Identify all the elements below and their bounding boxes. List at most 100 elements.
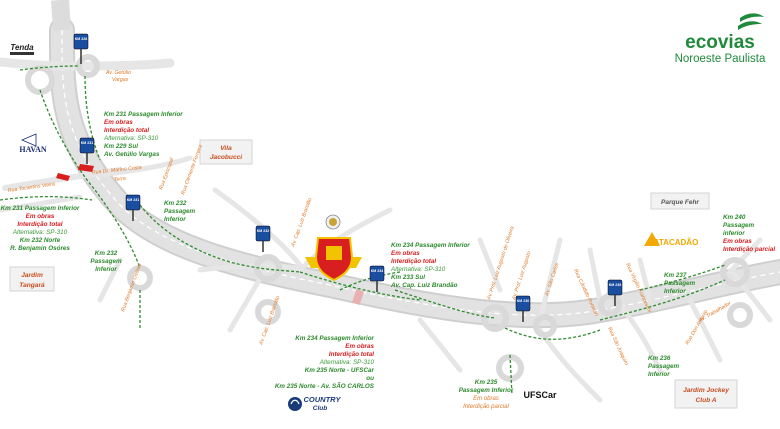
street-getulio: Av. Getúlio <box>105 70 131 76</box>
km-marker-label: KM 236 <box>517 299 530 303</box>
neighborhood-jardim-tangara: Jardim Tangará <box>9 266 55 292</box>
street-prof-luiz-2: Av. Prof. Luiz Augusto <box>511 250 533 301</box>
note-km234-b: Km 234 Passagem Inferior Em obras Interd… <box>275 335 375 390</box>
note-km236: Km 236 Passagem Inferior <box>648 355 680 378</box>
svg-text:Km 232 Norte: Km 232 Norte <box>20 237 61 244</box>
svg-text:Passagem: Passagem <box>164 208 196 215</box>
svg-text:Km 231 Passagem Inferior: Km 231 Passagem Inferior <box>104 111 183 118</box>
svg-text:Terra: Terra <box>114 176 127 183</box>
svg-text:Km 240: Km 240 <box>723 214 746 221</box>
svg-text:Km 235: Km 235 <box>475 379 498 386</box>
svg-text:Passagem: Passagem <box>723 222 755 229</box>
svg-text:Interdição parcial: Interdição parcial <box>723 246 775 253</box>
svg-text:Km 234 Passagem Inferior: Km 234 Passagem Inferior <box>295 335 374 342</box>
svg-text:Km 236: Km 236 <box>648 355 671 362</box>
works-markers <box>56 164 364 305</box>
km-marker-label: KM 235 <box>609 283 622 287</box>
svg-text:Passagem: Passagem <box>90 258 122 265</box>
svg-text:Km 232: Km 232 <box>95 250 118 257</box>
svg-text:Inferior: Inferior <box>164 216 186 223</box>
svg-text:Jardim: Jardim <box>21 272 43 279</box>
detour-ramps <box>0 65 726 396</box>
svg-text:Inferior: Inferior <box>664 288 686 295</box>
note-km232-a: Km 232 Passagem Inferior <box>164 200 196 223</box>
svg-text:Interdição total: Interdição total <box>17 221 62 228</box>
note-km231-b: Km 231 Passagem Inferior Em obras Interd… <box>1 205 80 252</box>
neighborhood-parque-fehr: Parque Fehr <box>650 192 710 210</box>
note-km232-b: Km 232 Passagem Inferior <box>90 250 122 273</box>
club-text: Club <box>313 405 327 412</box>
svg-text:Km 235 Norte - Av. SÃO CARLOS: Km 235 Norte - Av. SÃO CARLOS <box>275 381 375 390</box>
street-luiz-brandao: Av. Cap. Luiz Brandão <box>290 197 314 248</box>
km-marker-label: KM 231 <box>127 198 140 202</box>
svg-text:Km 233 Sul: Km 233 Sul <box>391 274 425 281</box>
svg-text:Km 235 Norte - UFSCar: Km 235 Norte - UFSCar <box>305 367 375 374</box>
svg-text:Alternativa: SP-310: Alternativa: SP-310 <box>12 229 68 236</box>
svg-text:Jacobucci: Jacobucci <box>210 154 242 161</box>
svg-text:Em obras: Em obras <box>391 250 420 257</box>
svg-text:Inferior: Inferior <box>95 266 117 273</box>
country-text: COUNTRY <box>304 395 342 404</box>
street-sao-joaquim: Rua São Joaquim <box>606 326 629 367</box>
svg-text:Alternativa: SP-310: Alternativa: SP-310 <box>103 135 159 142</box>
street-clemente: Rua Clemente Ferreira <box>180 144 204 196</box>
ufscar-text: UFSCar <box>523 390 557 400</box>
note-km240: Km 240 Passagem inferior Em obras Interd… <box>723 214 775 253</box>
svg-text:Av. Getúlio Vargas: Av. Getúlio Vargas <box>103 151 160 158</box>
svg-text:Jardim Jockey: Jardim Jockey <box>683 387 729 394</box>
svg-text:Alternativa: SP-310: Alternativa: SP-310 <box>390 266 446 273</box>
ufscar-logo: UFSCar <box>523 390 557 400</box>
svg-text:Em obras: Em obras <box>104 119 133 126</box>
svg-text:ou: ou <box>366 375 374 382</box>
atacadao-logo: ATACADÃO <box>644 232 698 247</box>
svg-text:Tenda: Tenda <box>10 43 34 52</box>
svg-text:Km 231 Passagem Inferior: Km 231 Passagem Inferior <box>1 205 80 212</box>
coat-of-arms-icon <box>305 237 362 282</box>
tenda-logo: Tenda <box>10 43 34 55</box>
police-badge-icon <box>325 214 341 230</box>
svg-text:Vila: Vila <box>220 145 232 152</box>
svg-text:Interdição total: Interdição total <box>329 351 374 358</box>
svg-text:Em obras: Em obras <box>473 396 499 402</box>
note-km231-a: Km 231 Passagem Inferior Em obras Interd… <box>103 111 183 158</box>
km-marker-label: KM 234 <box>371 269 384 273</box>
note-km234-a: Km 234 Passagem Inferior Em obras Interd… <box>390 242 470 289</box>
neighborhood-vila-jacobucci: Vila Jacobucci <box>199 139 253 165</box>
svg-text:Interdição total: Interdição total <box>391 258 436 265</box>
svg-text:R. Benjamin Osóres: R. Benjamin Osóres <box>10 245 70 252</box>
svg-text:Passagem: Passagem <box>664 280 696 287</box>
ecovias-logo: ecovias Noroeste Paulista <box>675 13 766 65</box>
svg-text:Em obras: Em obras <box>345 343 374 350</box>
brand-subtitle: Noroeste Paulista <box>675 53 766 65</box>
svg-text:Inferior: Inferior <box>648 371 670 378</box>
atacadao-text: ATACADÃO <box>654 238 699 247</box>
country-club-logo: COUNTRY Club <box>288 395 341 412</box>
note-km237: Km 237 Passagem Inferior <box>664 272 696 295</box>
svg-text:Km 229 Sul: Km 229 Sul <box>104 143 138 150</box>
svg-text:inferior: inferior <box>723 230 745 237</box>
note-km235: Km 235 Passagem Inferior Em obras Interd… <box>459 379 514 410</box>
street-sao-carlos: Av. São Carlos <box>544 262 561 298</box>
svg-text:Km 237: Km 237 <box>664 272 687 279</box>
km-marker-label: KM 231 <box>81 141 94 145</box>
svg-text:Club A: Club A <box>696 397 717 404</box>
svg-text:Passagem: Passagem <box>648 363 680 370</box>
svg-text:Vargas: Vargas <box>112 77 129 83</box>
havan-logo: HAVAN <box>19 133 47 154</box>
svg-text:Km 234 Passagem Inferior: Km 234 Passagem Inferior <box>391 242 470 249</box>
svg-text:Parque Fehr: Parque Fehr <box>661 199 699 206</box>
km-markers: KM 228 KM 231 KM 231 KM 232 KM 234 KM 23… <box>73 33 623 322</box>
km-marker-label: KM 232 <box>257 229 270 233</box>
svg-text:Av. Cap. Luiz Brandão: Av. Cap. Luiz Brandão <box>390 282 458 289</box>
neighborhood-jardim-jockey: Jardim Jockey Club A <box>674 379 738 409</box>
street-episcopal: Rua Episcopal <box>158 156 175 190</box>
svg-text:Km 232: Km 232 <box>164 200 187 207</box>
brand-name: ecovias <box>685 32 755 53</box>
svg-text:Em obras: Em obras <box>26 213 55 220</box>
km-marker-label: KM 228 <box>75 37 88 41</box>
svg-text:Em obras: Em obras <box>723 238 752 245</box>
svg-text:Tangará: Tangará <box>19 282 45 289</box>
svg-text:Interdição parcial: Interdição parcial <box>463 404 509 410</box>
svg-text:Alternativa: SP-310: Alternativa: SP-310 <box>319 359 375 366</box>
